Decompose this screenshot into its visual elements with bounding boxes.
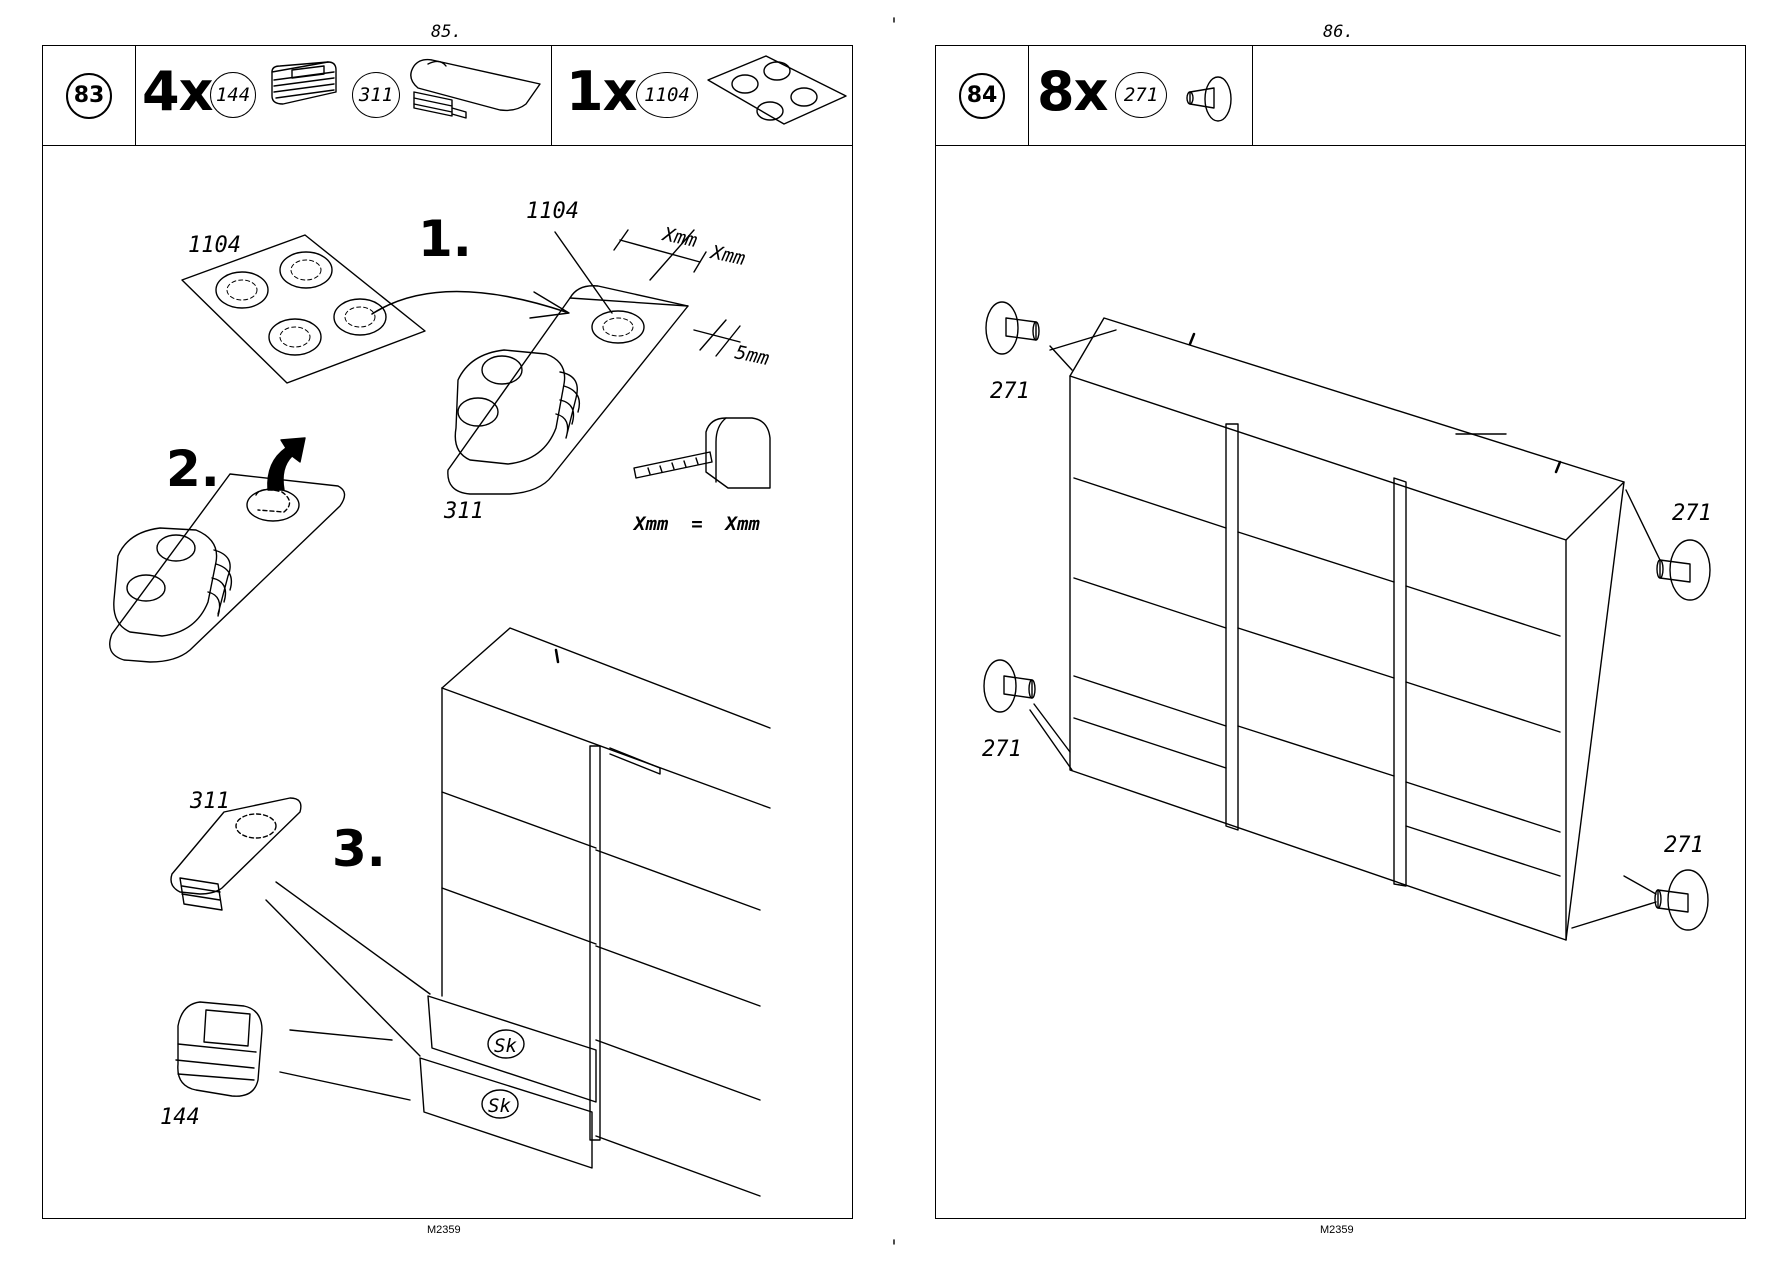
substep-1-label: 1. xyxy=(418,210,472,268)
step-cell: 83 xyxy=(43,46,136,145)
felt-pad-sheet-icon xyxy=(707,55,847,125)
glide-311-step3 xyxy=(170,797,302,911)
caps-271 xyxy=(983,301,1711,931)
callout-glide: 311 xyxy=(443,499,484,524)
left-page-number: 85. xyxy=(431,22,462,42)
step3-callout-lines xyxy=(265,881,431,1101)
substep-2-label: 2. xyxy=(166,440,220,498)
part-quantity: 1x xyxy=(566,60,637,123)
callout-cap-top-right: 271 xyxy=(1672,501,1712,526)
part-number-badge: 1104 xyxy=(636,72,698,118)
parts-cell-a: 8x 271 xyxy=(1029,46,1253,145)
glide-with-pad-step2 xyxy=(109,473,346,663)
left-footer-code: M2359 xyxy=(427,1224,461,1236)
measurement-marks xyxy=(613,229,741,357)
right-parts-header: 84 8x 271 xyxy=(936,46,1745,146)
measure-equal: Xmm = Xmm xyxy=(632,513,760,535)
step-cell: 84 xyxy=(936,46,1029,145)
peel-arrow-icon[interactable] xyxy=(267,437,306,491)
cap-271-icon xyxy=(1186,76,1232,122)
callout-insert: 144 xyxy=(160,1105,200,1130)
wardrobe-partial-view xyxy=(419,627,771,1197)
part-quantity: 4x xyxy=(142,60,213,123)
felt-pad-sheet xyxy=(181,234,426,384)
measure-offset: 5mm xyxy=(733,341,771,370)
transfer-arrow xyxy=(371,290,567,315)
insert-144-icon xyxy=(271,61,337,105)
step-number-badge: 83 xyxy=(66,72,112,119)
callout-pad-on-glide: 1104 xyxy=(526,199,579,224)
pad-callout-line xyxy=(554,231,613,314)
measure-x2: Xmm xyxy=(707,241,747,270)
glide-311-icon xyxy=(410,58,541,119)
transfer-arrowhead xyxy=(529,291,570,319)
step-number-badge: 84 xyxy=(959,72,1005,119)
substep-3-label: 3. xyxy=(332,820,386,878)
parts-cell-b: 1x 1104 xyxy=(552,46,852,145)
glide-with-pad xyxy=(447,285,689,495)
part-quantity: 8x xyxy=(1037,60,1108,123)
measure-x1: Xmm xyxy=(659,223,699,252)
part-number-badge: 271 xyxy=(1115,72,1167,118)
insert-144-step3 xyxy=(175,1001,263,1097)
drawer-label-top: Sk xyxy=(494,1035,517,1057)
callout-cap-bottom-left: 271 xyxy=(982,737,1022,762)
right-page-number: 86. xyxy=(1323,22,1354,42)
drawer-label-bottom: Sk xyxy=(488,1095,511,1117)
callout-cap-top-left: 271 xyxy=(990,379,1030,404)
sliding-wardrobe xyxy=(1069,317,1625,941)
left-parts-header: 83 4x 144 311 1x 1104 xyxy=(43,46,852,146)
part-number-badge: 144 xyxy=(210,72,256,118)
part-number-badge: 311 xyxy=(352,72,400,118)
parts-cell-a: 4x 144 311 xyxy=(136,46,552,145)
callout-cap-bottom-right: 271 xyxy=(1664,833,1704,858)
callout-pad-sheet: 1104 xyxy=(188,233,241,258)
tape-measure-icon xyxy=(633,417,771,489)
callout-glide-step3: 311 xyxy=(189,789,230,814)
right-footer-code: M2359 xyxy=(1320,1224,1354,1236)
